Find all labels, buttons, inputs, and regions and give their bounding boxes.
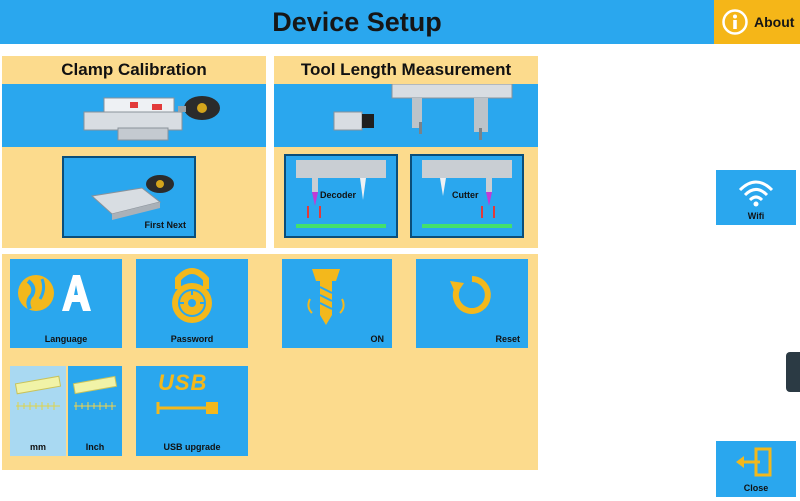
wifi-button[interactable]: Wifi	[716, 170, 796, 225]
measurement-machine-icon	[333, 84, 513, 140]
drill-bit-icon	[307, 269, 345, 325]
cutter-label: Cutter	[452, 190, 479, 200]
cutter-button[interactable]: Cutter	[410, 154, 524, 238]
close-button[interactable]: Close	[716, 441, 796, 497]
page-title: Device Setup	[272, 7, 442, 37]
clamp-calibration-panel: Clamp Calibration First Next	[2, 56, 266, 248]
about-button[interactable]: About	[714, 0, 800, 44]
unit-inch-button[interactable]: Inch	[68, 366, 122, 456]
unit-mm-label: mm	[29, 442, 46, 452]
tool-length-title: Tool Length Measurement	[300, 60, 512, 79]
first-next-label: First Next	[144, 220, 186, 230]
ruler-icon	[14, 375, 62, 410]
globe-letter-icon	[18, 275, 91, 311]
first-next-button[interactable]: First Next	[62, 156, 196, 238]
combination-lock-icon	[172, 268, 212, 323]
clamp-calibration-title: Clamp Calibration	[61, 60, 207, 79]
usb-upgrade-button[interactable]: USB USB upgrade	[136, 366, 248, 456]
device-edge-graphic	[786, 352, 800, 392]
usb-upgrade-label: USB upgrade	[163, 442, 221, 452]
password-button[interactable]: Password	[136, 259, 248, 348]
usb-icon	[156, 402, 218, 414]
cutter-probe-icon	[422, 160, 512, 228]
clamp-key-icon	[90, 175, 174, 220]
password-label: Password	[170, 334, 214, 344]
wifi-label: Wifi	[747, 211, 765, 221]
ruler-icon	[72, 375, 118, 410]
header-bar	[0, 0, 800, 44]
wifi-icon	[738, 180, 774, 207]
reset-button[interactable]: Reset	[416, 259, 528, 348]
decoder-label: Decoder	[320, 190, 357, 200]
tool-length-illustration	[274, 84, 538, 147]
reset-arrow-icon	[450, 276, 491, 314]
language-label: Language	[44, 334, 88, 344]
close-label: Close	[743, 483, 769, 493]
decoder-button[interactable]: Decoder	[284, 154, 398, 238]
language-button[interactable]: Language	[10, 259, 122, 348]
about-label: About	[754, 14, 795, 30]
decoder-probe-icon	[296, 160, 386, 228]
usb-logo-text: USB	[158, 370, 208, 395]
spindle-on-label: ON	[370, 334, 385, 344]
unit-inch-label: Inch	[85, 442, 105, 452]
exit-door-icon	[736, 447, 772, 477]
tool-length-panel: Tool Length Measurement Decoder	[274, 56, 538, 248]
reset-label: Reset	[495, 334, 520, 344]
clamp-illustration	[2, 84, 266, 147]
unit-mm-button[interactable]: mm	[10, 366, 66, 456]
info-icon	[722, 9, 748, 35]
clamp-machine-icon	[83, 96, 220, 141]
spindle-on-button[interactable]: ON	[282, 259, 392, 348]
